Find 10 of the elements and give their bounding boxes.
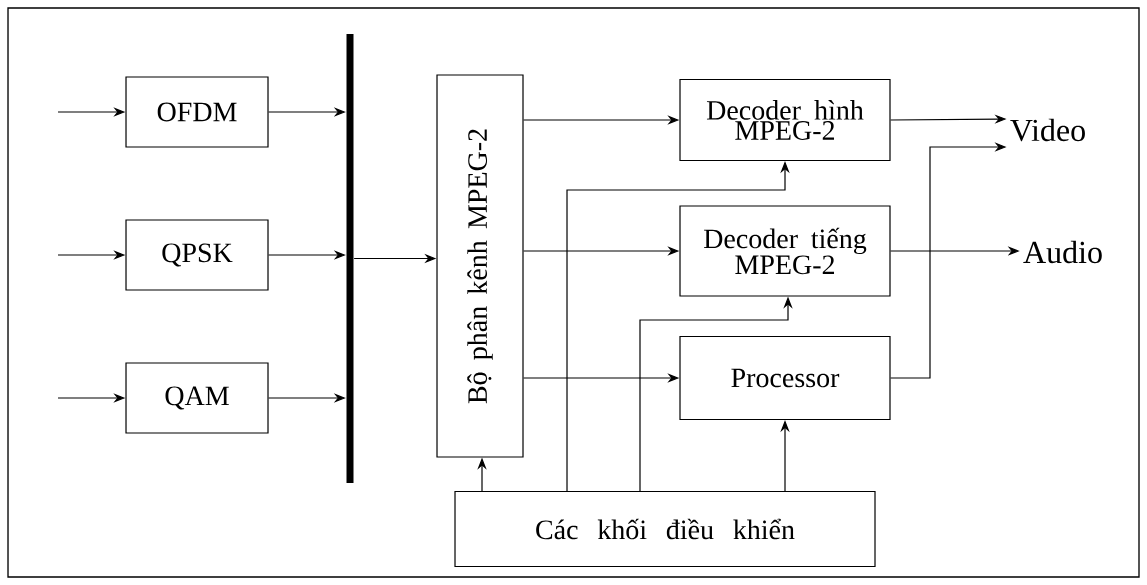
process-box: QAM (125, 362, 269, 434)
output-label: Video (1010, 118, 1085, 142)
process-box: QPSK (125, 219, 269, 291)
process-box: OFDM (125, 76, 269, 148)
demux-box: Bộ phân kênh MPEG-2 (436, 74, 524, 458)
process-box: Decoder tiếng MPEG-2 (679, 205, 891, 297)
process-box: Decoder hình MPEG-2 (679, 78, 891, 162)
output-label: Audio (1023, 240, 1102, 264)
process-box: Processor (679, 335, 891, 421)
process-box: Các khối điều khiển (454, 490, 876, 568)
